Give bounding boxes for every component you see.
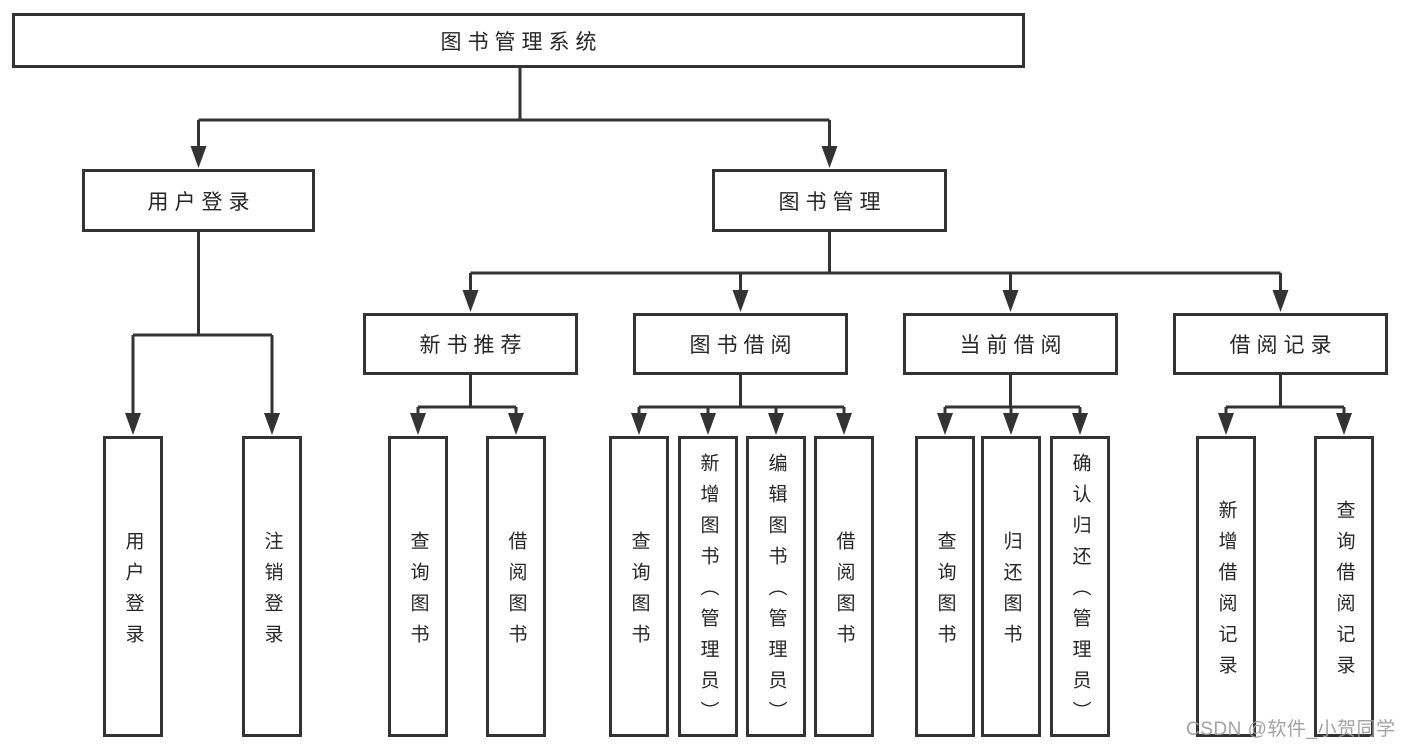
leaf-query-books-current-label: 查询图书	[934, 530, 956, 655]
node-user-login-label: 用户登录	[147, 190, 256, 214]
leaf-query-books-recommend: 查询图书	[388, 436, 448, 737]
leaf-return-book: 归还图书	[981, 436, 1041, 737]
node-new-book-recommend-label: 新书推荐	[419, 334, 528, 357]
leaf-query-books-recommend-label: 查询图书	[407, 530, 429, 655]
node-book-management: 图书管理	[712, 169, 947, 232]
leaf-user-login-label: 用户登录	[122, 530, 144, 655]
leaf-borrow-books-borrowing: 借阅图书	[814, 436, 874, 737]
leaf-borrow-books-recommend-label: 借阅图书	[505, 530, 527, 655]
leaf-query-books-current: 查询图书	[915, 436, 975, 737]
leaf-logout: 注销登录	[242, 436, 302, 737]
node-book-borrowing: 图书借阅	[633, 313, 848, 375]
leaf-add-book-admin: 新增图书（管理员）	[678, 436, 738, 737]
arrowheads	[125, 146, 1352, 435]
leaf-borrow-books-recommend: 借阅图书	[486, 436, 546, 737]
leaf-confirm-return-admin: 确认归还（管理员）	[1050, 436, 1110, 737]
leaf-query-borrow-record: 查询借阅记录	[1314, 436, 1374, 737]
leaf-return-book-label: 归还图书	[1000, 530, 1022, 655]
node-book-management-label: 图书管理	[778, 190, 887, 214]
leaf-logout-label: 注销登录	[261, 530, 283, 655]
leaf-add-borrow-record: 新增借阅记录	[1196, 436, 1256, 737]
leaf-edit-book-admin-label: 编辑图书（管理员）	[765, 453, 787, 732]
node-current-borrowing-label: 当前借阅	[959, 334, 1068, 357]
leaf-query-borrow-record-label: 查询借阅记录	[1333, 499, 1355, 686]
leaf-user-login: 用户登录	[103, 436, 163, 737]
node-book-borrowing-label: 图书借阅	[689, 334, 798, 357]
leaf-query-books-borrowing-label: 查询图书	[628, 530, 650, 655]
leaf-borrow-books-borrowing-label: 借阅图书	[833, 530, 855, 655]
leaf-confirm-return-admin-label: 确认归还（管理员）	[1069, 453, 1091, 732]
watermark: CSDN @软件_小贺同学	[1186, 719, 1396, 740]
leaf-add-book-admin-label: 新增图书（管理员）	[697, 453, 719, 732]
node-current-borrowing: 当前借阅	[903, 313, 1118, 375]
node-library-system-label: 图书管理系统	[440, 30, 603, 54]
leaf-add-borrow-record-label: 新增借阅记录	[1215, 499, 1237, 686]
node-borrowing-records-label: 借阅记录	[1229, 334, 1338, 357]
node-borrowing-records: 借阅记录	[1173, 313, 1388, 375]
leaf-edit-book-admin: 编辑图书（管理员）	[746, 436, 806, 737]
leaf-query-books-borrowing: 查询图书	[609, 436, 669, 737]
node-new-book-recommend: 新书推荐	[363, 313, 578, 375]
node-user-login: 用户登录	[82, 169, 315, 232]
node-library-system: 图书管理系统	[12, 13, 1025, 68]
